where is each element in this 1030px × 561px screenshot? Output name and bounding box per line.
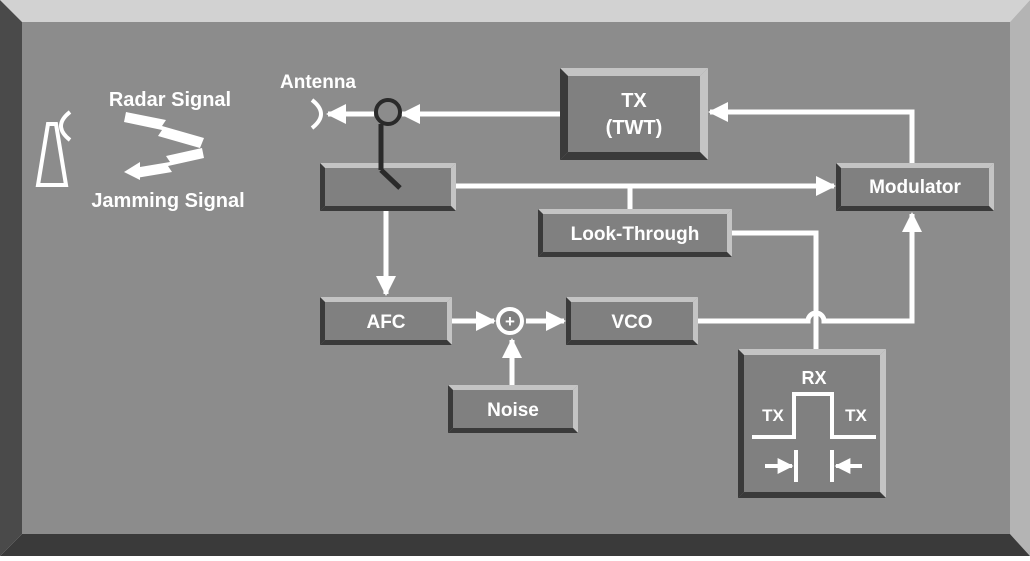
rx-title: RX (801, 368, 826, 388)
rx-tx-right-label: TX (845, 406, 867, 425)
circulator (374, 98, 402, 190)
jamming-signal-bolt-icon (124, 148, 204, 180)
switch-block (320, 163, 456, 211)
afc-block: AFC (320, 297, 452, 345)
afc-label: AFC (366, 312, 405, 333)
modulator-to-tx-line (708, 102, 915, 163)
modulator-label: Modulator (869, 177, 961, 198)
noise-label: Noise (487, 400, 539, 421)
vco-label: VCO (611, 312, 652, 333)
look-through-to-rx-line (732, 230, 819, 349)
tx-label: TX (621, 90, 647, 112)
antenna-label: Antenna (280, 72, 356, 93)
radar-signal-bolt-icon (124, 112, 204, 148)
rx-inset: RX TX TX (738, 349, 886, 498)
noise-block: Noise (448, 385, 578, 433)
tx-twt-block: TX (TWT) (560, 68, 708, 160)
radar-tower-icon (35, 110, 72, 187)
rx-tx-left-label: TX (762, 406, 784, 425)
connections (326, 102, 922, 385)
summing-junction: + (496, 307, 524, 335)
twt-label: (TWT) (606, 117, 663, 139)
summing-plus-icon: + (505, 312, 515, 331)
look-through-label: Look-Through (571, 224, 700, 245)
modulator-block: Modulator (836, 163, 994, 211)
rx-pulse-waveform (752, 392, 876, 439)
jamming-signal-label: Jamming Signal (91, 190, 244, 212)
vco-block: VCO (566, 297, 698, 345)
antenna-icon (310, 98, 323, 130)
look-through-block: Look-Through (538, 209, 732, 257)
radar-signal-label: Radar Signal (109, 89, 231, 111)
